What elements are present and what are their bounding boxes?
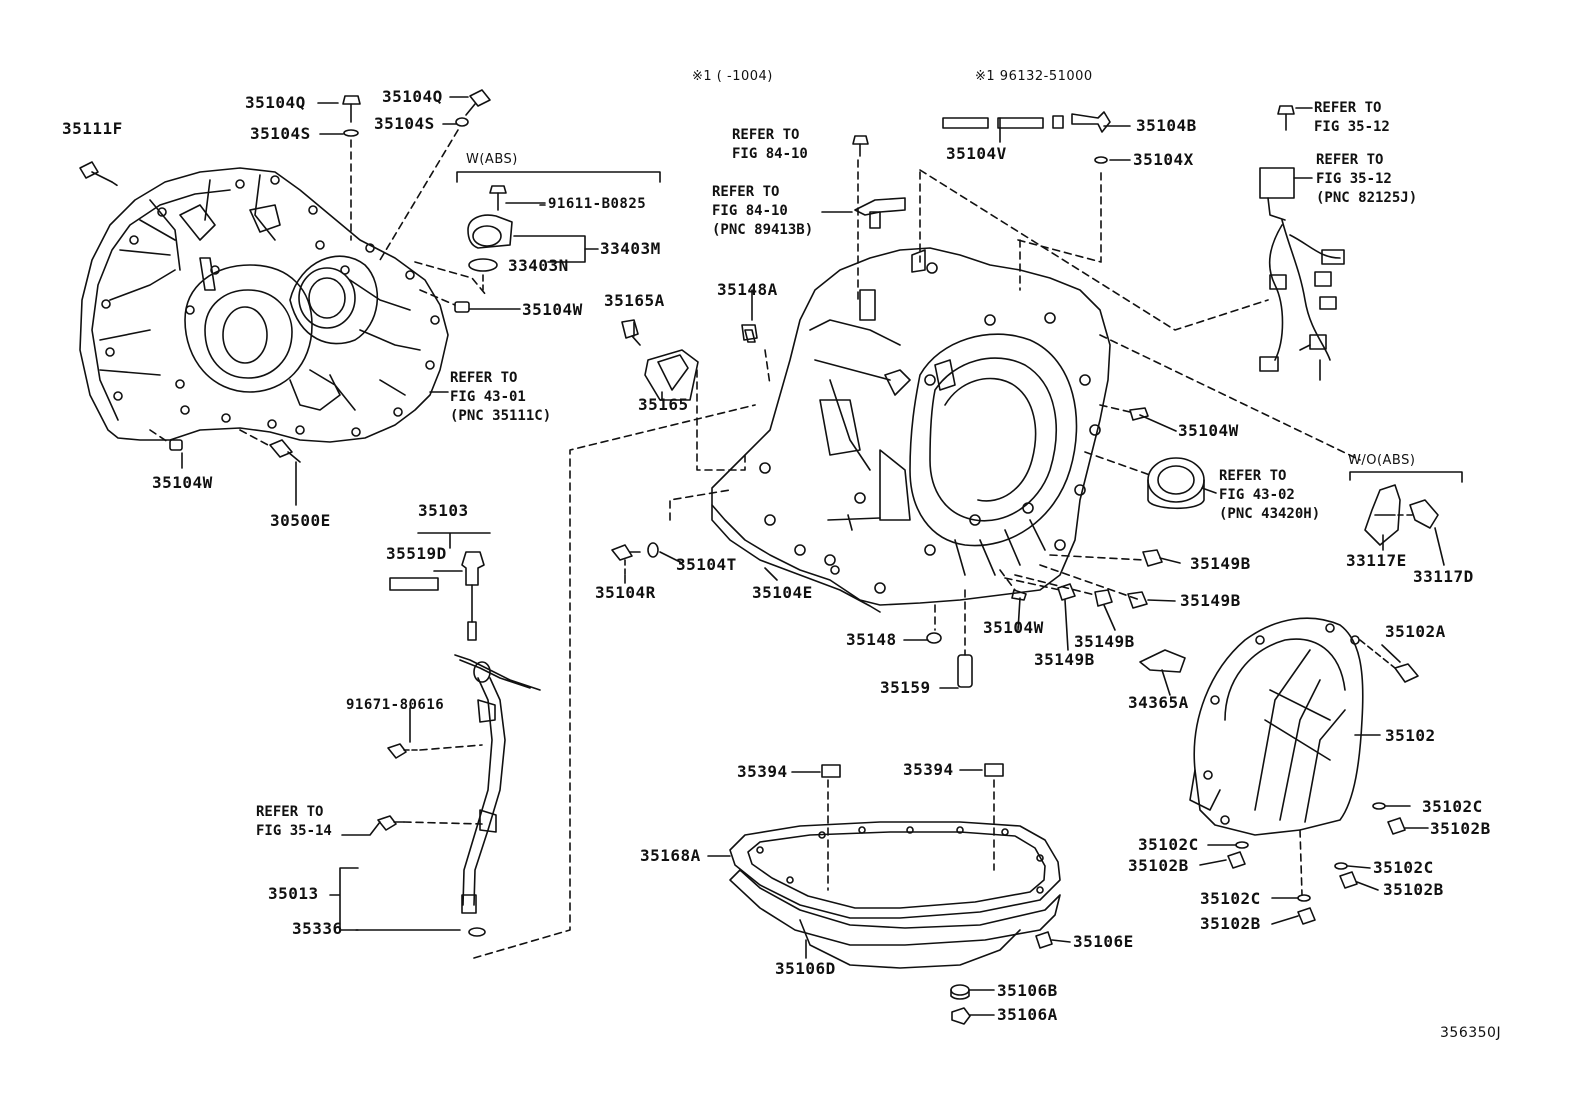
part-label-35102C-c[interactable]: 35102C	[1373, 858, 1434, 877]
refer-line: FIG 35-12	[1314, 119, 1390, 135]
refer-fig-35-12-b[interactable]: REFER TO FIG 35-12 (PNC 82125J)	[1316, 151, 1417, 208]
refer-line: REFER TO	[256, 804, 324, 820]
left-case-fasteners	[79, 89, 491, 463]
part-label-33403M[interactable]: 33403M	[600, 239, 661, 258]
part-label-35148A[interactable]: 35148A	[717, 280, 778, 299]
part-label-34365A[interactable]: 34365A	[1128, 693, 1189, 712]
part-label-35149B-d[interactable]: 35149B	[1034, 650, 1095, 669]
part-label-35104Q-a[interactable]: 35104Q	[245, 93, 306, 112]
part-label-35104X[interactable]: 35104X	[1133, 150, 1194, 169]
part-label-35102A[interactable]: 35102A	[1385, 622, 1446, 641]
part-label-35104E[interactable]: 35104E	[752, 583, 813, 602]
label-leaders	[181, 96, 1445, 1016]
part-label-35165A[interactable]: 35165A	[604, 291, 665, 310]
part-label-33403N[interactable]: 33403N	[508, 256, 569, 275]
transmission-housing-drawing	[711, 247, 1111, 613]
part-label-35106D[interactable]: 35106D	[775, 959, 836, 978]
part-label-35104T[interactable]: 35104T	[676, 555, 737, 574]
housing-leaders	[669, 159, 1361, 656]
refer-line: FIG 43-02	[1219, 487, 1295, 503]
part-label-35336[interactable]: 35336	[292, 919, 343, 938]
part-label-35102B-b[interactable]: 35102B	[1128, 856, 1189, 875]
refer-line: FIG 43-01	[450, 389, 526, 405]
part-label-35104B[interactable]: 35104B	[1136, 116, 1197, 135]
part-label-35111F[interactable]: 35111F	[62, 119, 123, 138]
part-label-35102C-b[interactable]: 35102C	[1138, 835, 1199, 854]
wire-harness-drawing	[1259, 105, 1345, 381]
serial-note-2: ※1 96132-51000	[975, 69, 1093, 84]
group-label-w-abs: W(ABS)	[466, 152, 518, 167]
refer-line: FIG 35-12	[1316, 171, 1392, 187]
converter-housing-drawing	[1189, 617, 1419, 925]
refer-line: REFER TO	[1316, 152, 1384, 168]
part-label-35159[interactable]: 35159	[880, 678, 931, 697]
refer-line: (PNC 43420H)	[1219, 506, 1321, 522]
refer-line: (PNC 82125J)	[1316, 190, 1418, 206]
serial-note-1: ※1 ( -1004)	[692, 69, 773, 84]
part-label-35104W-c[interactable]: 35104W	[1178, 421, 1239, 440]
refer-line: (PNC 89413B)	[712, 222, 814, 238]
part-label-35106E[interactable]: 35106E	[1073, 932, 1134, 951]
illustration-code: 356350J	[1440, 1025, 1502, 1041]
part-label-35104W-d[interactable]: 35104W	[983, 618, 1044, 637]
part-label-91671-80616[interactable]: 91671-80616	[346, 697, 445, 713]
strainer-drawing	[621, 319, 746, 471]
part-label-91611-B0825[interactable]: 91611-B0825	[548, 196, 647, 212]
part-label-35149B-b[interactable]: 35149B	[1180, 591, 1241, 610]
refer-line: REFER TO	[1314, 100, 1382, 116]
part-label-35104W-b[interactable]: 35104W	[152, 473, 213, 492]
part-label-35394-a[interactable]: 35394	[737, 762, 788, 781]
refer-fig-35-14[interactable]: REFER TO FIG 35-14	[256, 803, 332, 841]
refer-line: FIG 35-14	[256, 823, 332, 839]
refer-fig-43-02[interactable]: REFER TO FIG 43-02 (PNC 43420H)	[1219, 467, 1320, 524]
part-label-35104S-b[interactable]: 35104S	[374, 114, 435, 133]
part-label-35104S-a[interactable]: 35104S	[250, 124, 311, 143]
refer-line: FIG 84-10	[712, 203, 788, 219]
part-label-35102C-a[interactable]: 35102C	[1422, 797, 1483, 816]
refer-line: (PNC 35111C)	[450, 408, 552, 424]
part-label-35102C-d[interactable]: 35102C	[1200, 889, 1261, 908]
part-label-35013[interactable]: 35013	[268, 884, 319, 903]
refer-line: REFER TO	[1219, 468, 1287, 484]
filler-tube-drawing	[329, 404, 756, 959]
part-label-35103[interactable]: 35103	[418, 501, 469, 520]
group-label-wo-abs: W/O(ABS)	[1348, 453, 1416, 468]
refer-line: FIG 84-10	[732, 146, 808, 162]
refer-line: REFER TO	[732, 127, 800, 143]
part-label-35104R[interactable]: 35104R	[595, 583, 656, 602]
part-label-35168A[interactable]: 35168A	[640, 846, 701, 865]
part-label-33117D[interactable]: 33117D	[1413, 567, 1474, 586]
part-label-35102B-a[interactable]: 35102B	[1430, 819, 1491, 838]
part-label-35149B-a[interactable]: 35149B	[1190, 554, 1251, 573]
part-label-35104W-a[interactable]: 35104W	[522, 300, 583, 319]
refer-fig-35-12-a[interactable]: REFER TO FIG 35-12	[1314, 99, 1390, 137]
part-label-35106A[interactable]: 35106A	[997, 1005, 1058, 1024]
part-label-35148[interactable]: 35148	[846, 630, 897, 649]
abs-sensor-drawing	[456, 171, 661, 291]
part-label-35165[interactable]: 35165	[638, 395, 689, 414]
refer-line: REFER TO	[712, 184, 780, 200]
refer-line: REFER TO	[450, 370, 518, 386]
part-label-35102B-c[interactable]: 35102B	[1383, 880, 1444, 899]
part-label-35149B-c[interactable]: 35149B	[1074, 632, 1135, 651]
refer-fig-84-10-b[interactable]: REFER TO FIG 84-10 (PNC 89413B)	[712, 183, 813, 240]
part-label-35394-b[interactable]: 35394	[903, 760, 954, 779]
part-label-35104V[interactable]: 35104V	[946, 144, 1007, 163]
part-label-35102B-d[interactable]: 35102B	[1200, 914, 1261, 933]
part-label-35106B[interactable]: 35106B	[997, 981, 1058, 1000]
transaxle-case-drawing	[79, 167, 449, 443]
bracket-drawing	[1349, 471, 1463, 546]
refer-fig-43-01[interactable]: REFER TO FIG 43-01 (PNC 35111C)	[450, 369, 551, 426]
part-label-35102[interactable]: 35102	[1385, 726, 1436, 745]
part-label-35104Q-b[interactable]: 35104Q	[382, 87, 443, 106]
oil-pan-drawing	[729, 763, 1061, 1025]
part-label-35519D[interactable]: 35519D	[386, 544, 447, 563]
refer-fig-84-10-a[interactable]: REFER TO FIG 84-10	[732, 126, 808, 164]
part-label-30500E[interactable]: 30500E	[270, 511, 331, 530]
housing-small-parts	[611, 111, 1205, 688]
part-label-33117E[interactable]: 33117E	[1346, 551, 1407, 570]
